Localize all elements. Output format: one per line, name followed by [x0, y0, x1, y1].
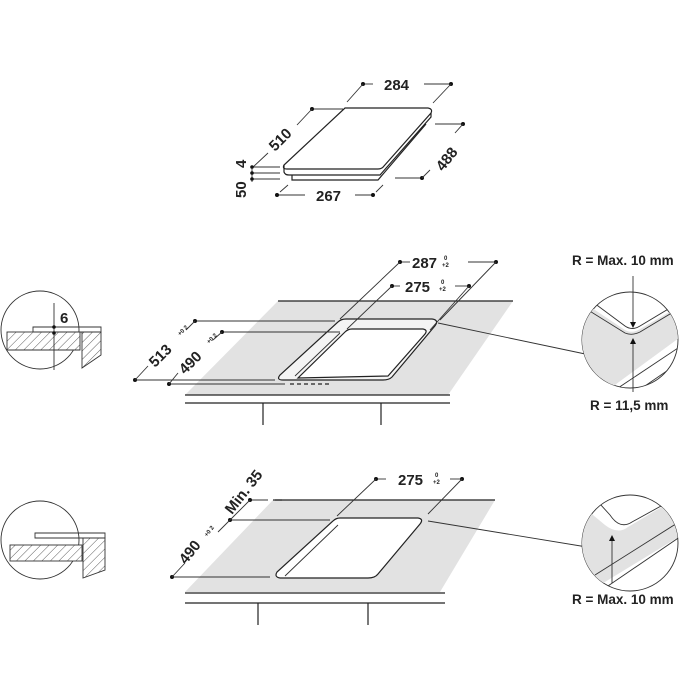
- dim-inner-depth: 490: [176, 348, 206, 378]
- dim-outer-depth: 513: [146, 341, 176, 371]
- tol: +0 2: [206, 332, 219, 345]
- hob-glass-top: [282, 107, 433, 170]
- tol: +0 2: [177, 324, 190, 337]
- dim-width-back: 284: [384, 77, 410, 94]
- flush-mount-view: 287 0 +2 275 0 +2 513 +0 2 490 +0 2 6: [0, 253, 679, 425]
- tol-bottom: +2: [439, 287, 447, 293]
- standard-corner-radius-note: R = Max. 10 mm: [572, 592, 674, 607]
- dim-cutout-width: 275: [398, 472, 423, 489]
- tol-top: 0: [441, 280, 445, 286]
- hob-glass-edge: [283, 113, 432, 176]
- mount-detail-circle: [0, 500, 106, 580]
- tol-top: 0: [444, 256, 448, 262]
- dim-inner-width: 275: [405, 279, 430, 296]
- tol-bottom: +2: [433, 480, 441, 486]
- dim-depth-side: 510: [266, 125, 296, 155]
- recess-detail-circle: 6: [0, 290, 102, 370]
- corner-inner-radius-note: R = 11,5 mm: [590, 398, 668, 413]
- dim-outer-width: 287: [412, 255, 437, 272]
- dim-body-height: 50: [233, 181, 250, 198]
- corner-detail-circle: R = Max. 10 mm R = 11,5 mm: [572, 253, 679, 413]
- standard-mount-view: 275 0 +2 490 +0 2 Min. 35: [0, 467, 679, 625]
- dim-recess-depth: 6: [60, 310, 68, 327]
- tol-bottom: +2: [442, 263, 450, 269]
- hob-dimension-view: 284 510 488 267 4 50: [233, 77, 465, 205]
- dim-min-distance: Min. 35: [222, 467, 267, 518]
- flush-inner-cutout: [296, 328, 427, 379]
- dim-depth-right: 488: [433, 144, 462, 174]
- standard-cutout: [275, 517, 423, 579]
- hob-body: [291, 123, 427, 181]
- dim-cutout-depth: 490: [176, 537, 205, 567]
- standard-corner-detail-circle: R = Max. 10 mm: [572, 494, 679, 607]
- tol: +0 2: [204, 525, 216, 539]
- corner-outer-radius-note: R = Max. 10 mm: [572, 253, 674, 268]
- tol-top: 0: [435, 473, 439, 479]
- dim-width-front: 267: [316, 188, 341, 205]
- dim-glass-thickness: 4: [233, 159, 250, 168]
